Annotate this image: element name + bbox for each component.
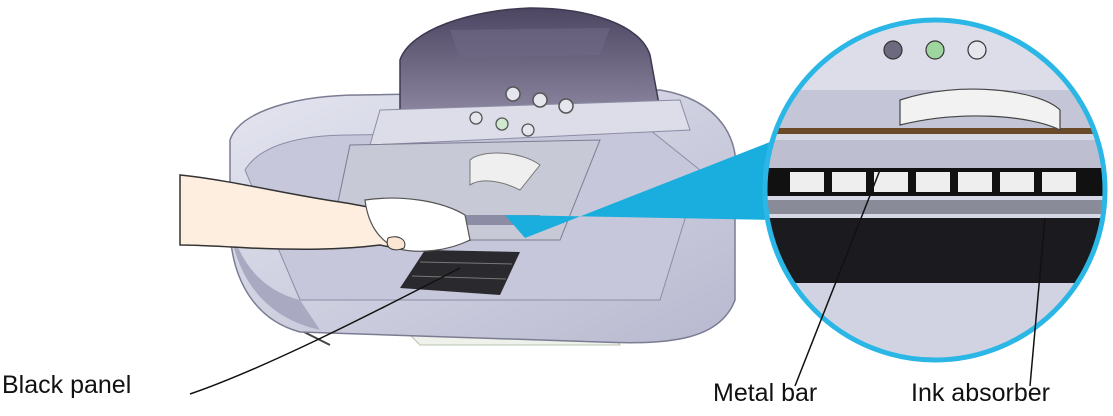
ink-absorber-label: Ink absorber (911, 381, 1050, 406)
black-panel-label: Black panel (2, 373, 131, 398)
printer-cover (370, 8, 690, 145)
print-head-row (760, 168, 1113, 196)
metal-bar-label: Metal bar (713, 381, 817, 406)
magnified-callout (760, 20, 1113, 363)
ink-absorber (760, 218, 1113, 283)
metal-bar (760, 200, 1113, 214)
